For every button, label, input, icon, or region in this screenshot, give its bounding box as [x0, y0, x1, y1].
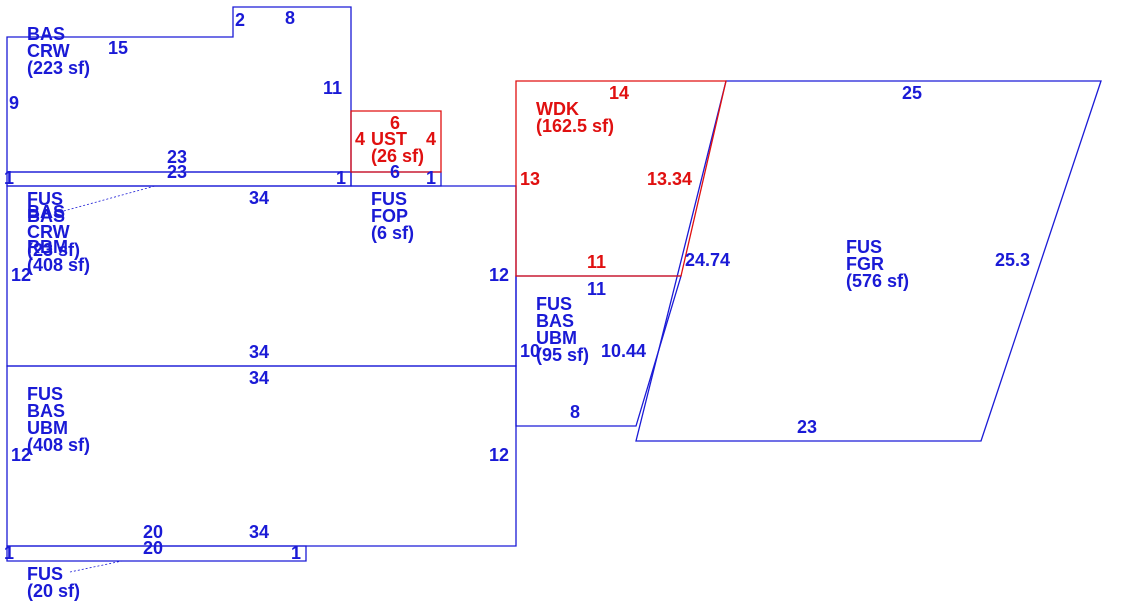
dim-lower-bottom: 34 — [249, 522, 269, 542]
dim-lower-strip-bottom: 20 — [143, 538, 163, 558]
lower-code1: FUS — [27, 384, 63, 404]
dim-strip-right-end: 1 — [336, 168, 346, 188]
fgr-area: (576 sf) — [846, 271, 909, 291]
dim-ust-bottom: 6 — [390, 162, 400, 182]
upper-label-area2: (408 sf) — [27, 255, 90, 275]
small-fus-code: FUS — [27, 564, 63, 584]
ubm-small-code2: BAS — [536, 311, 574, 331]
lower-code3: UBM — [27, 418, 68, 438]
ubm-small-code1: FUS — [536, 294, 572, 314]
fop-code1: FUS — [371, 189, 407, 209]
dim-fgr-top: 25 — [902, 83, 922, 103]
upper-label-code3: BAS — [27, 206, 65, 226]
ubm-small-area: (95 sf) — [536, 345, 589, 365]
fgr-code2: FGR — [846, 254, 884, 274]
dim-fop-right-end: 1 — [426, 168, 436, 188]
fus-bas-upper-outline — [6, 185, 517, 367]
dim-ust-left: 4 — [355, 129, 365, 149]
wdk-area: (162.5 sf) — [536, 116, 614, 136]
bas-crw-area: (223 sf) — [27, 58, 90, 78]
upper-label-code4: CRW — [27, 222, 70, 242]
dim-wdk-top: 14 — [609, 83, 629, 103]
dim-lower-strip-top: 20 — [143, 522, 163, 542]
small-fus-area: (20 sf) — [27, 581, 80, 601]
lower-area: (408 sf) — [27, 435, 90, 455]
leader-line-lower — [69, 560, 123, 573]
dim-ubm-left: 10 — [520, 341, 540, 361]
ust-area: (26 sf) — [371, 146, 424, 166]
dim-strip-bottom: 23 — [167, 162, 187, 182]
upper-label-code1: FUS — [27, 189, 63, 209]
bas-crw-code1: BAS — [27, 24, 65, 44]
dim-lower-strip-left: 1 — [4, 543, 14, 563]
dim-ubm-top: 11 — [587, 279, 606, 299]
dim-ust-right: 4 — [426, 129, 436, 149]
fus-fgr-outline — [635, 80, 1102, 442]
fus-bas-lower-outline — [6, 365, 517, 547]
dim-crw-left: 9 — [9, 93, 19, 113]
lower-strip-outline — [6, 545, 307, 562]
leader-line-upper — [59, 185, 156, 213]
wdk-outline — [515, 80, 727, 277]
dim-crw-right: 11 — [323, 78, 342, 98]
dim-crw-step: 15 — [108, 38, 128, 58]
upper-label-code2: BAS — [27, 202, 65, 222]
ust-outline — [350, 110, 442, 173]
dim-lower-left: 12 — [11, 445, 31, 465]
dim-strip-left-end: 1 — [4, 168, 14, 188]
ust-code: UST — [371, 129, 407, 149]
dim-upper-left: 12 — [11, 265, 31, 285]
dim-ust-top: 6 — [390, 113, 400, 133]
ubm-small-code3: UBM — [536, 328, 577, 348]
bas-crw-code2: CRW — [27, 41, 70, 61]
dim-crw-top: 8 — [285, 8, 295, 28]
dim-lower-top: 34 — [249, 368, 269, 388]
dim-wdk-bottom: 11 — [587, 252, 606, 272]
fgr-code1: FUS — [846, 237, 882, 257]
wdk-code: WDK — [536, 99, 579, 119]
lower-code2: BAS — [27, 401, 65, 421]
dim-ubm-bottom: 8 — [570, 402, 580, 422]
dim-ubm-diag: 10.44 — [601, 341, 646, 361]
dim-upper-bottom: 34 — [249, 342, 269, 362]
dim-strip-top: 23 — [167, 147, 187, 167]
dim-fgr-left: 24.74 — [685, 250, 730, 270]
dim-wdk-left: 13 — [520, 169, 540, 189]
dim-fgr-bottom: 23 — [797, 417, 817, 437]
fop-area: (6 sf) — [371, 223, 414, 243]
dim-fgr-right: 25.3 — [995, 250, 1030, 270]
dim-wdk-diag: 13.34 — [647, 169, 692, 189]
upper-label-code5: RBM — [27, 237, 68, 257]
dim-upper-right: 12 — [489, 265, 509, 285]
dim-lower-right: 12 — [489, 445, 509, 465]
dim-upper-top: 34 — [249, 188, 269, 208]
fop-code2: FOP — [371, 206, 408, 226]
dim-crw-top-short: 2 — [235, 10, 245, 30]
dim-lower-strip-right: 1 — [291, 543, 301, 563]
upper-label-area1: (23 sf) — [27, 240, 80, 260]
